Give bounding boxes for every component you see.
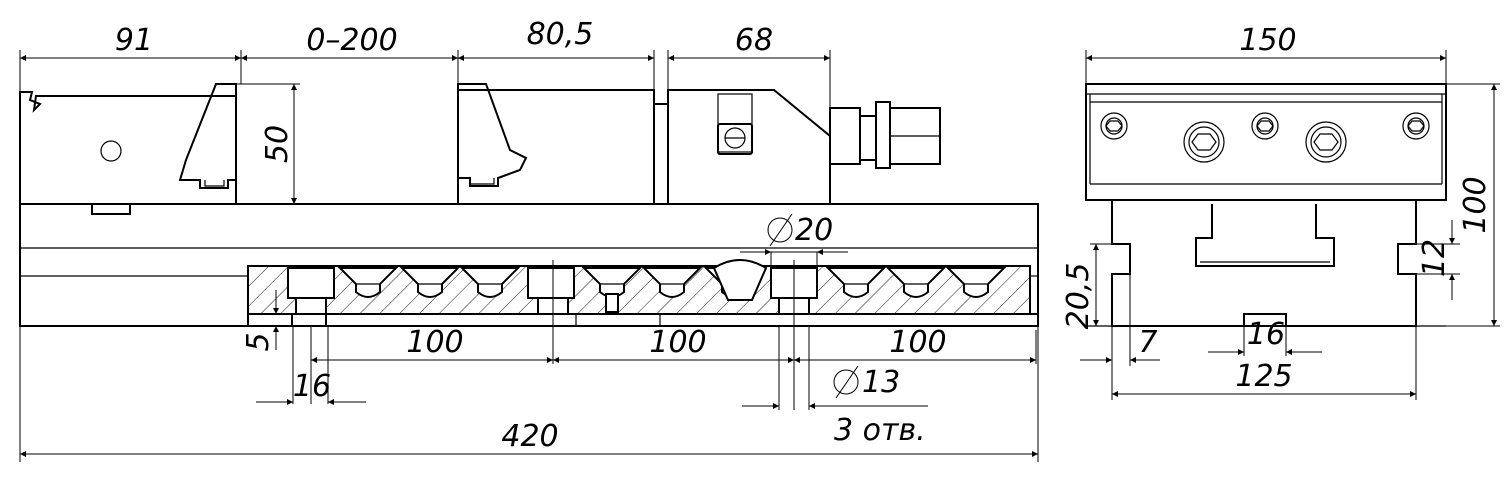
dim-0-200: 0–200 xyxy=(306,23,397,58)
holes-note: 3 отв. xyxy=(834,413,926,448)
conical-pockets xyxy=(337,267,1007,313)
end-dimensions: 150 100 12 20,5 7 16 125 xyxy=(1061,23,1500,400)
dim-125: 125 xyxy=(1235,359,1292,394)
section-counterbores xyxy=(287,267,818,327)
dim-420: 420 xyxy=(501,419,558,454)
screw-block xyxy=(667,89,941,205)
hex-screw-icon xyxy=(1402,112,1430,140)
dim-100-a: 100 xyxy=(406,325,463,360)
dim-diameter-13: 13 xyxy=(862,365,900,400)
dim-91: 91 xyxy=(115,23,153,58)
conical-pocket xyxy=(641,267,703,298)
hex-screw-icon xyxy=(1100,112,1128,140)
moving-jaw xyxy=(457,83,669,205)
dim-diameter-20: 20 xyxy=(795,213,833,248)
end-screws xyxy=(1100,112,1430,163)
dim-100-end: 100 xyxy=(1458,176,1493,233)
end-jaw-block xyxy=(1085,83,1447,201)
diameter-symbol-icon xyxy=(767,213,793,247)
dim-5: 5 xyxy=(241,332,276,351)
dim-16-side: 16 xyxy=(293,369,331,404)
dim-20-5: 20,5 xyxy=(1061,263,1096,330)
conical-pocket xyxy=(945,267,1007,298)
dim-100-c: 100 xyxy=(889,325,946,360)
dim-68: 68 xyxy=(735,23,773,58)
side-view: 91 0–200 80,5 68 50 20 5 xyxy=(19,17,1039,462)
hex-screw-icon xyxy=(1183,121,1225,163)
conical-pocket xyxy=(337,267,399,298)
locating-pin xyxy=(605,293,619,313)
conical-pocket xyxy=(885,267,947,298)
end-base-body xyxy=(1111,200,1417,327)
dim-80-5: 80,5 xyxy=(527,17,594,52)
hex-screw-icon xyxy=(1251,112,1279,140)
base-body xyxy=(19,203,1039,327)
diameter-symbol-icon xyxy=(833,365,859,399)
conical-pocket xyxy=(459,267,521,298)
pin-hole-icon xyxy=(100,140,122,162)
dim-16-end: 16 xyxy=(1247,317,1285,352)
fixed-jaw xyxy=(19,83,237,215)
side-dimensions: 91 0–200 80,5 68 50 20 5 xyxy=(19,17,1039,462)
conical-pocket xyxy=(825,267,887,298)
end-view: 150 100 12 20,5 7 16 125 xyxy=(1061,23,1500,400)
dim-150: 150 xyxy=(1239,23,1296,58)
hex-screw-icon xyxy=(1305,121,1347,163)
dim-7: 7 xyxy=(1138,325,1157,360)
t-slot xyxy=(1195,204,1335,267)
dim-50: 50 xyxy=(260,125,295,163)
dim-100-b: 100 xyxy=(649,325,706,360)
conical-pocket xyxy=(399,267,461,298)
dim-12: 12 xyxy=(1417,239,1452,277)
